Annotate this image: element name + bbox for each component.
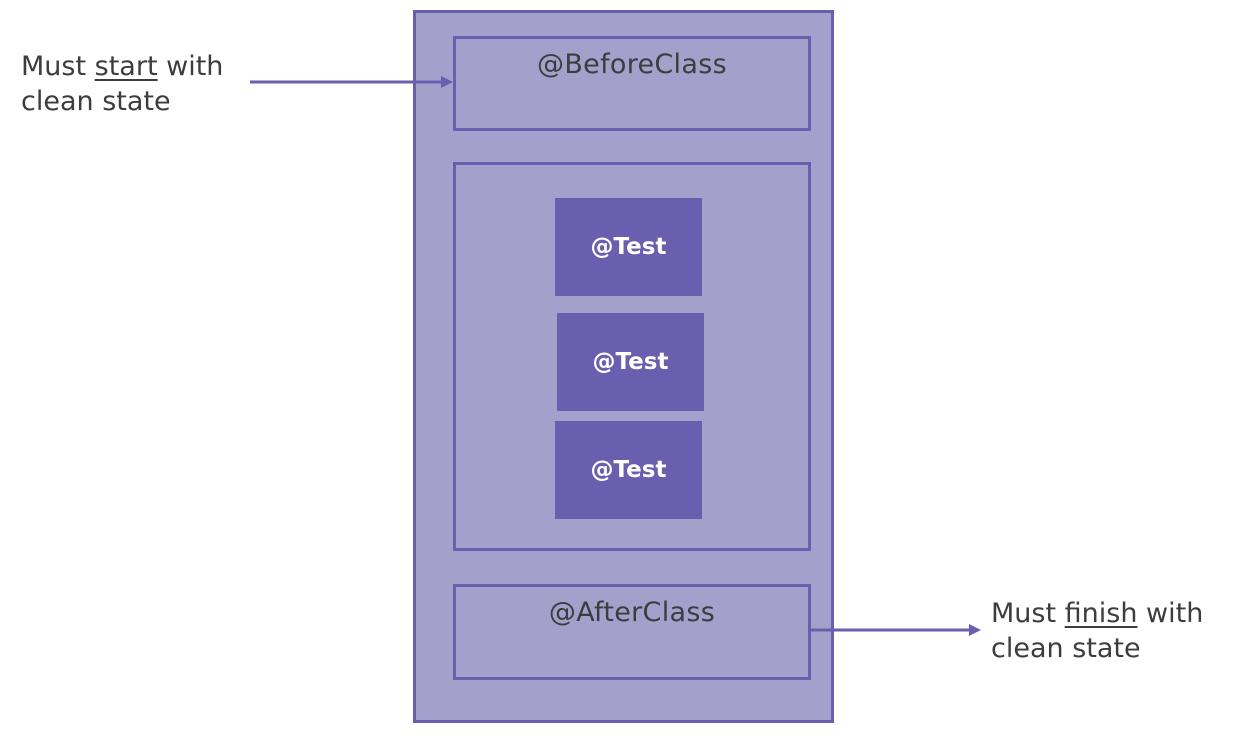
note-start-line-1: Must start with [21,49,223,84]
test-box-2: @Test [557,313,704,411]
note-start-line-2: clean state [21,86,171,117]
test-box-3: @Test [555,421,702,519]
note-finish-line-2: clean state [991,633,1141,664]
after-class-box: @AfterClass [453,584,811,680]
note-start-prefix: Must [21,51,95,82]
test-box-1: @Test [555,198,702,296]
note-start-clean-state: Must start with clean state [21,49,223,119]
note-finish-clean-state: Must finish with clean state [991,596,1203,666]
note-start-emphasis: start [94,51,158,82]
note-finish-prefix: Must [991,598,1065,629]
note-finish-suffix: with [1137,598,1204,629]
note-finish-emphasis: finish [1064,598,1138,629]
before-class-label: @BeforeClass [537,49,727,80]
arrow-from-after-class [811,624,981,636]
after-class-label: @AfterClass [548,597,716,628]
note-finish-line-1: Must finish with [991,596,1203,631]
before-class-box: @BeforeClass [453,36,811,131]
note-start-suffix: with [157,51,224,82]
